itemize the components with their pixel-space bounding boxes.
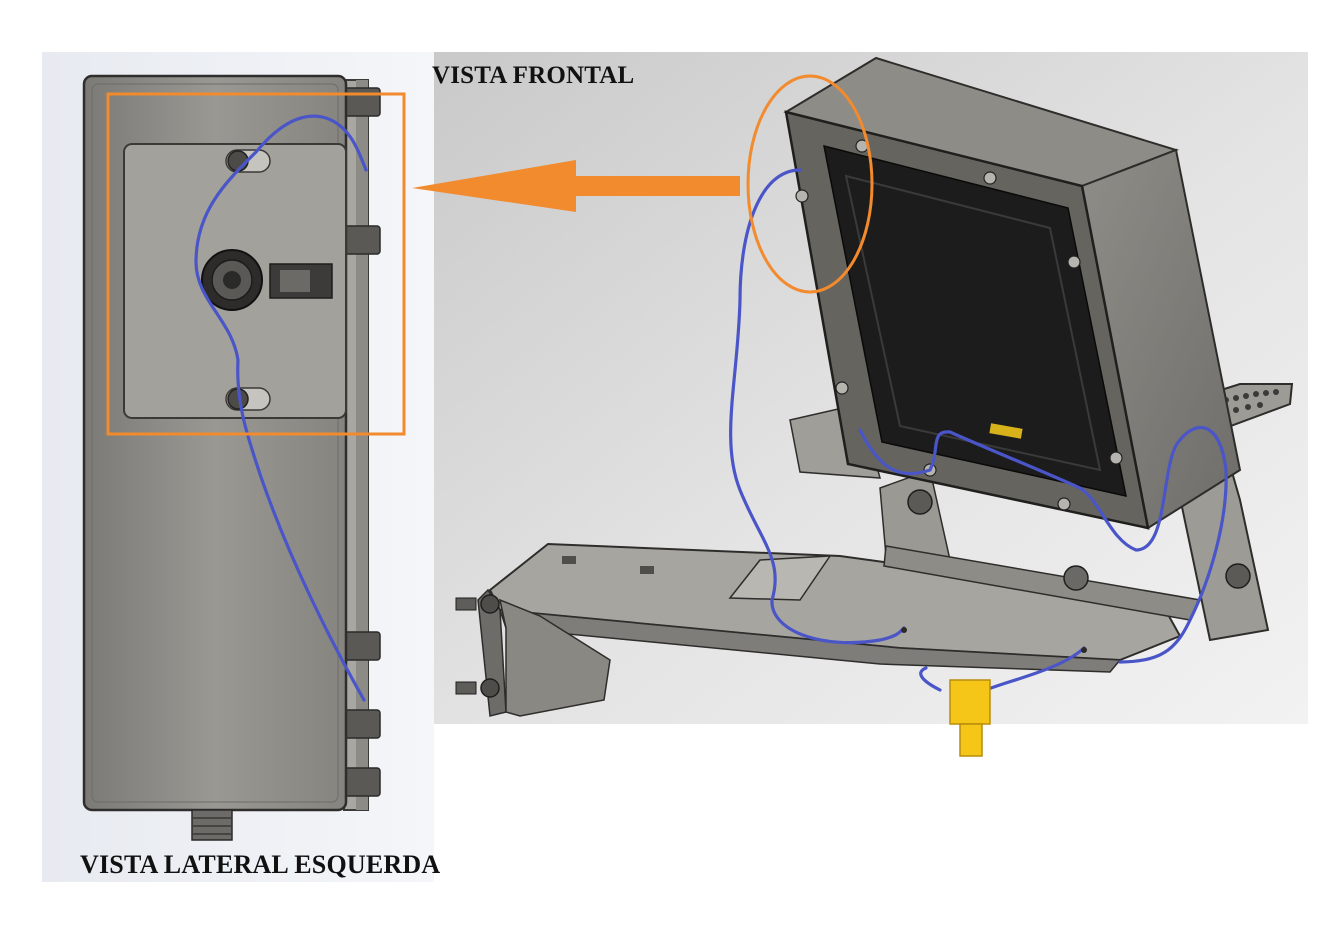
frame-bolts (795, 139, 1123, 511)
side-view-cable (194, 114, 368, 702)
front-view-caption: VISTA FRONTAL (432, 62, 635, 89)
front-assembly (455, 56, 1294, 757)
side-enclosure (82, 74, 406, 841)
connector-plug-icon (949, 679, 991, 757)
left-side-view-caption: VISTA LATERAL ESQUERDA (80, 850, 441, 879)
arrow-left-icon (412, 160, 740, 212)
side-view-highlight-frame (106, 92, 406, 436)
front-view-cable (729, 168, 906, 645)
front-view-highlight-ellipse (746, 74, 874, 294)
